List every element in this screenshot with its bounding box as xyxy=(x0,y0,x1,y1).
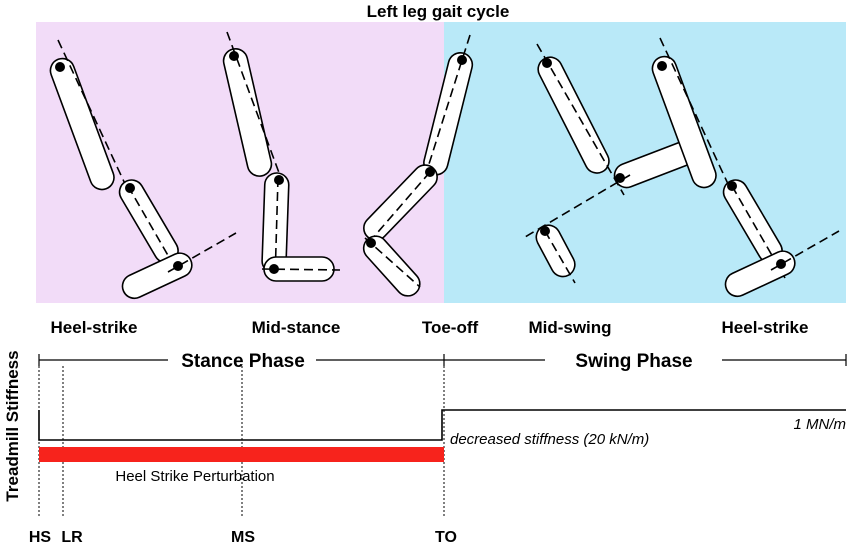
event-ms: MS xyxy=(231,529,255,546)
leg-heel-strike-1 xyxy=(49,39,237,300)
y-axis-label: Treadmill Stiffness xyxy=(3,350,22,501)
label-toe-off: Toe-off xyxy=(422,318,479,337)
event-lr: LR xyxy=(61,529,83,546)
label-mid-swing: Mid-swing xyxy=(528,318,611,337)
stiffness-low-label: decreased stiffness (20 kN/m) xyxy=(450,431,649,448)
label-heel-strike-1: Heel-strike xyxy=(51,318,138,337)
event-to: TO xyxy=(435,529,457,546)
stance-phase-bracket xyxy=(38,354,444,366)
label-mid-stance: Mid-stance xyxy=(252,318,341,337)
stiffness-trace xyxy=(38,409,846,441)
stiffness-high-label: 1 MN/m xyxy=(794,416,847,433)
perturbation-label: Heel Strike Perturbation xyxy=(115,468,274,485)
swing-phase-bracket xyxy=(443,354,847,366)
stance-phase-label: Stance Phase xyxy=(181,351,305,372)
leg-mid-stance xyxy=(222,31,341,282)
figure-title: Left leg gait cycle xyxy=(367,2,510,21)
label-heel-strike-2: Heel-strike xyxy=(722,318,809,337)
swing-phase-label: Swing Phase xyxy=(575,351,692,372)
leg-toe-off xyxy=(362,34,474,297)
leg-heel-strike-2 xyxy=(651,37,840,298)
event-hs: HS xyxy=(29,529,52,546)
perturbation-bar xyxy=(39,447,444,462)
